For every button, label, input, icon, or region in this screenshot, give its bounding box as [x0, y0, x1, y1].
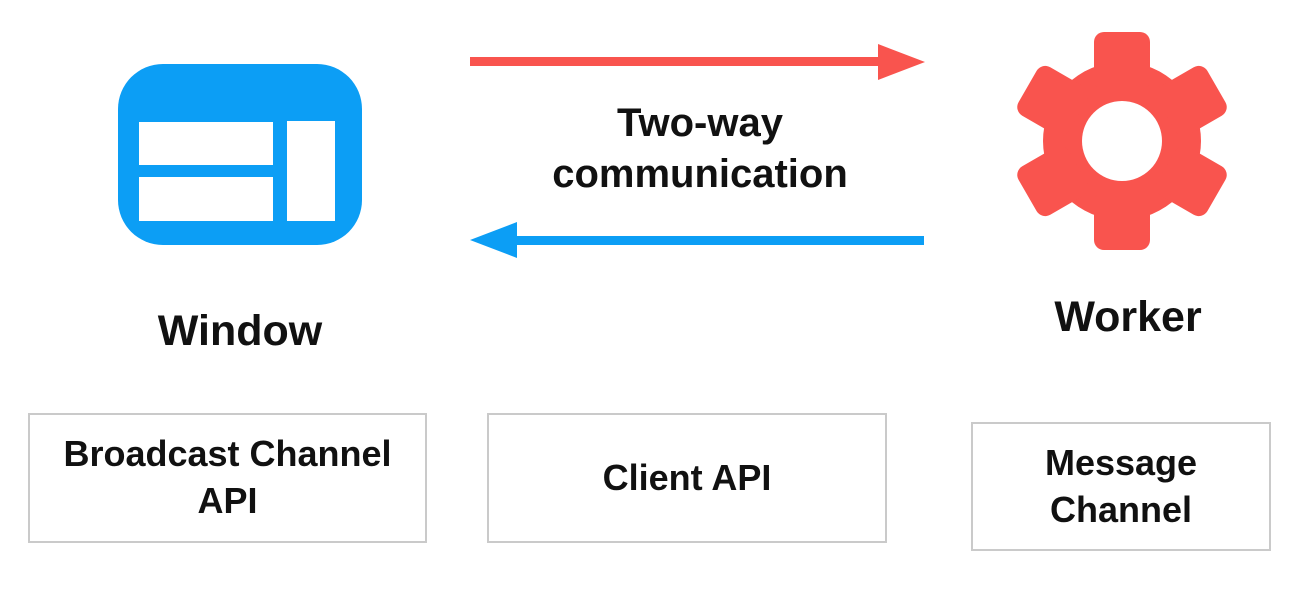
browser-sidebar-panel: [287, 121, 335, 221]
communication-label-line2: communication: [552, 152, 848, 196]
communication-label-line1: Two-way: [617, 101, 783, 145]
red-arrow-shaft: [470, 57, 880, 66]
red-arrow-right-icon: [470, 44, 925, 80]
broadcast-channel-api-label: Broadcast Channel API: [63, 433, 392, 521]
blue-arrow-shaft: [515, 236, 924, 245]
browser-content-bar-bottom: [139, 177, 273, 221]
blue-arrow-head: [470, 222, 517, 258]
browser-window-icon: [118, 64, 362, 245]
communication-label: Two-way communication: [450, 98, 950, 200]
blue-arrow-left-icon: [470, 222, 924, 258]
gear-body: [1017, 32, 1227, 250]
client-api-label: Client API: [602, 456, 772, 498]
broadcast-channel-api-box: Broadcast Channel API: [28, 413, 427, 543]
red-arrow-head: [878, 44, 925, 80]
window-label: Window: [157, 307, 323, 355]
worker-label: Worker: [1054, 293, 1202, 341]
client-api-box: Client API: [487, 413, 887, 543]
message-channel-box: Message Channel: [971, 422, 1271, 551]
gear-icon: [1017, 32, 1227, 250]
gear-center-hole: [1082, 101, 1162, 181]
browser-content-bar-top: [139, 122, 273, 165]
message-channel-label: Message Channel: [1044, 441, 1198, 530]
